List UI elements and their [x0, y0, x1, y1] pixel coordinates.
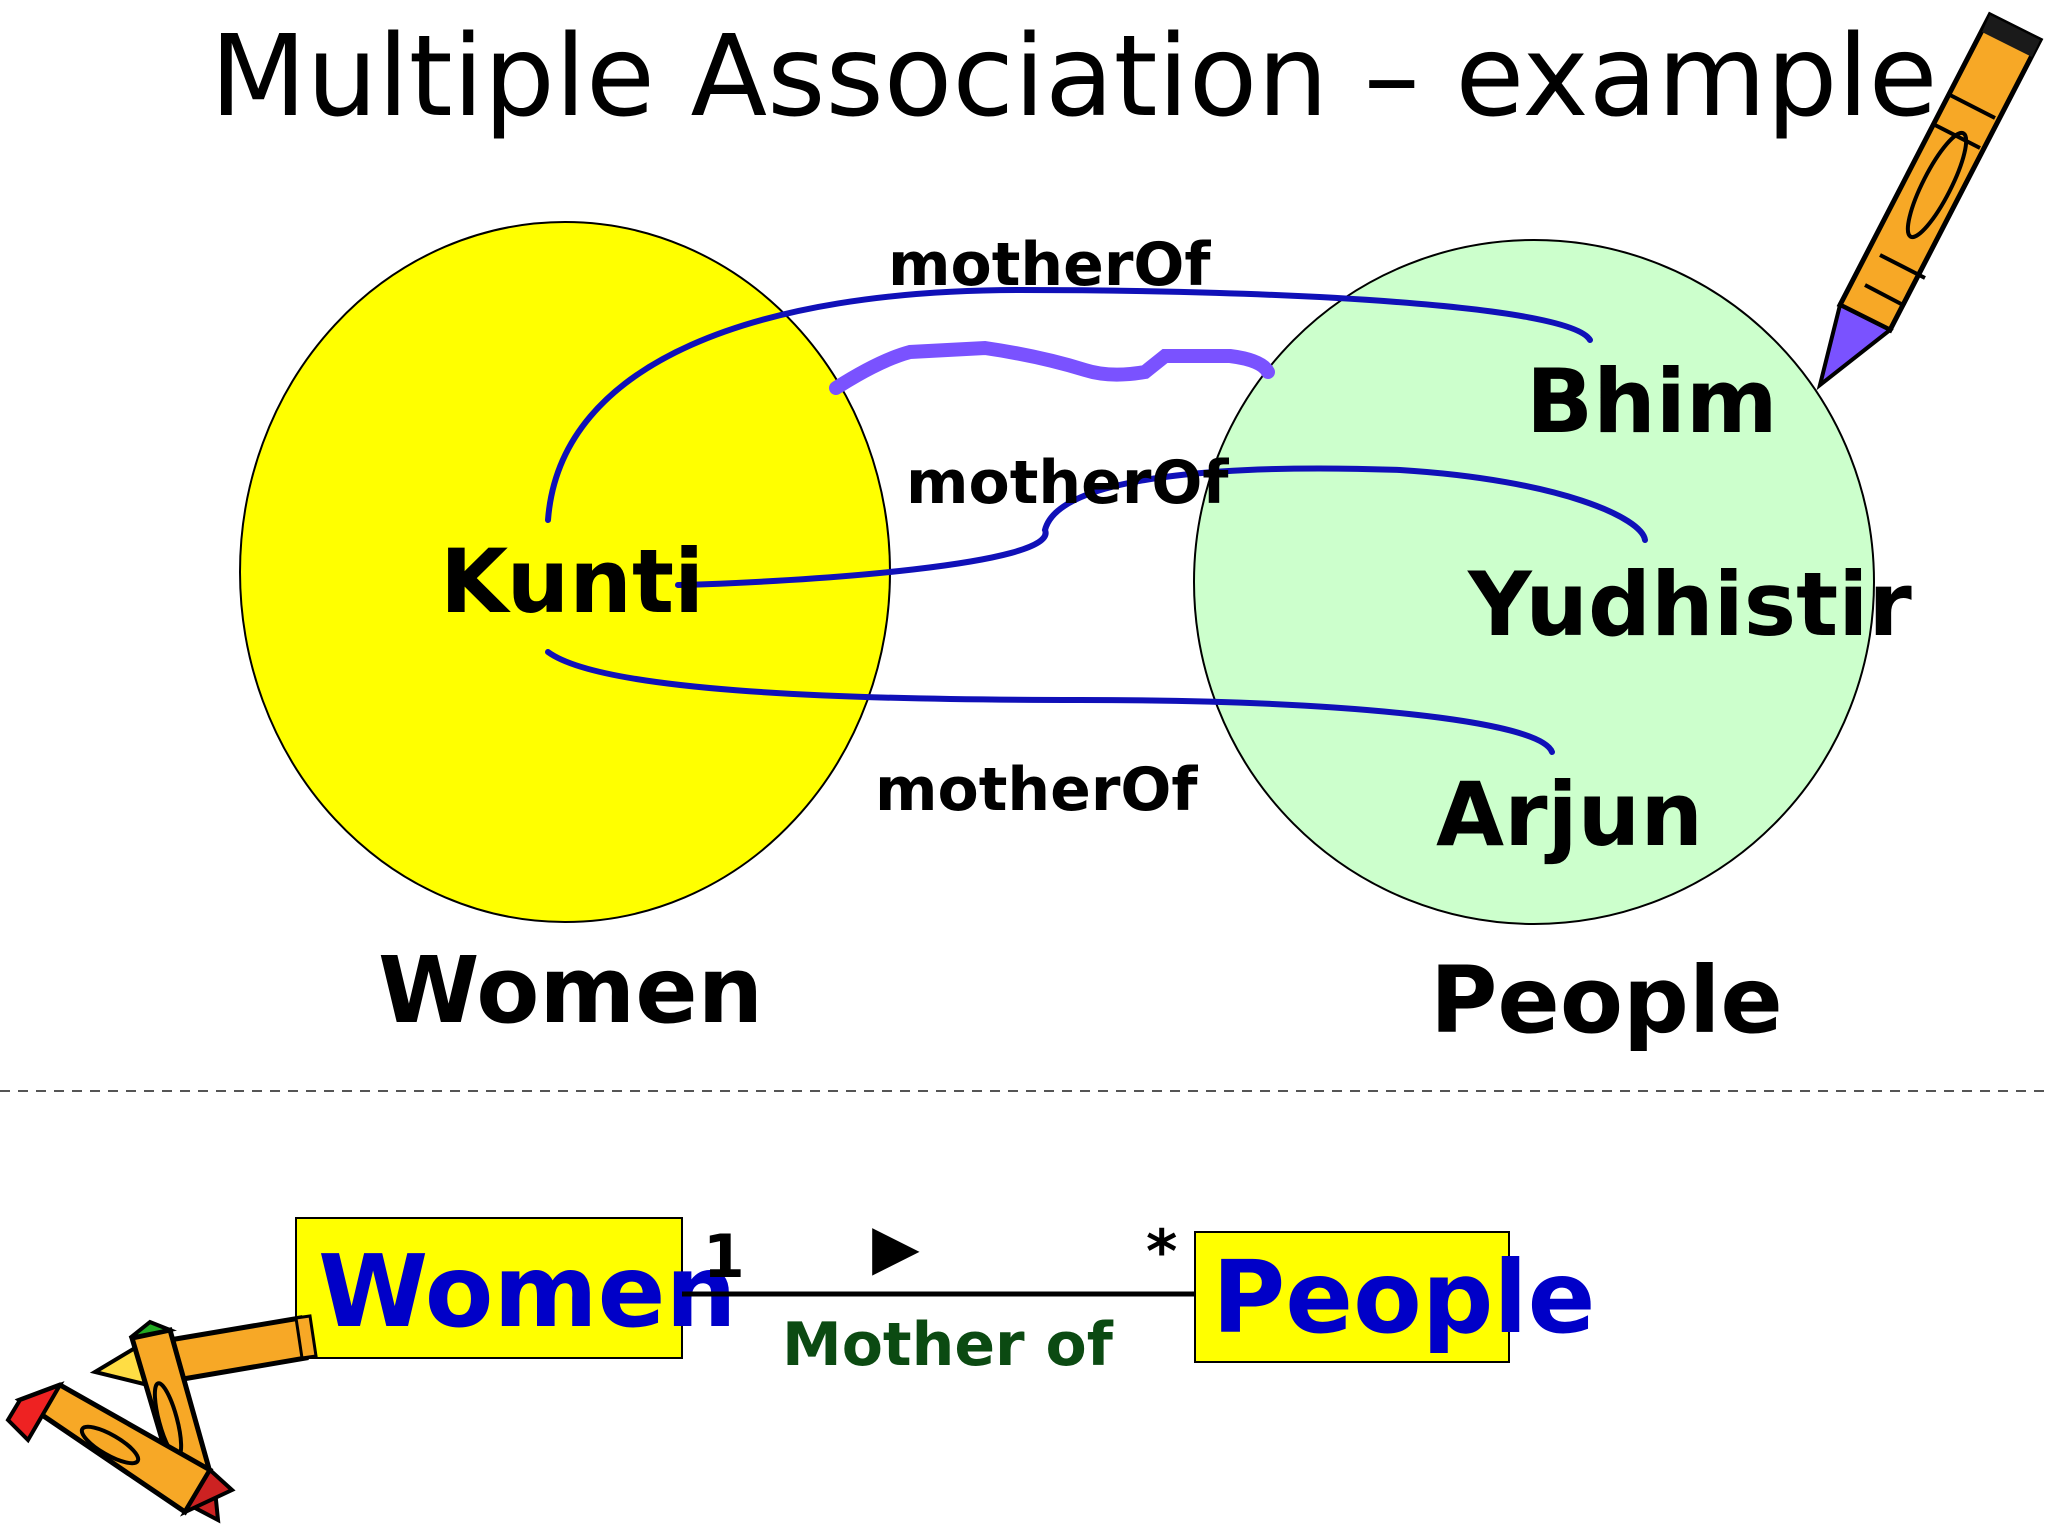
class-name-women: Women: [318, 1233, 737, 1350]
pencil-icon: [1816, 11, 2044, 391]
object-bhim: Bhim: [1526, 350, 1778, 453]
link-label-arjun: motherOf: [875, 755, 1198, 825]
set-label-women: Women: [378, 937, 763, 1044]
highlight-stroke: [829, 340, 1275, 395]
link-label-yudhistir: motherOf: [906, 448, 1229, 518]
class-box-women: [295, 1217, 683, 1359]
multiplicity-right: *: [1146, 1217, 1177, 1287]
people-set-circle: [1193, 239, 1875, 925]
multiplicity-left: 1: [703, 1222, 745, 1292]
class-box-people: [1194, 1231, 1510, 1363]
link-label-bhim: motherOf: [888, 230, 1211, 300]
association-direction-arrow: ▶: [872, 1210, 920, 1283]
link-line-kunti-arjun: [545, 649, 1555, 755]
crayons-icon: [5, 1314, 318, 1524]
object-yudhistir: Yudhistir: [1467, 553, 1912, 656]
class-name-people: People: [1212, 1239, 1596, 1356]
association-name: Mother of: [782, 1310, 1114, 1380]
slide-title: Multiple Association – example: [210, 12, 1937, 142]
object-kunti: Kunti: [440, 530, 704, 633]
object-arjun: Arjun: [1436, 763, 1703, 866]
set-label-people: People: [1430, 947, 1783, 1054]
link-line-kunti-yudhistir: [675, 465, 1648, 588]
link-line-kunti-bhim: [545, 286, 1593, 523]
